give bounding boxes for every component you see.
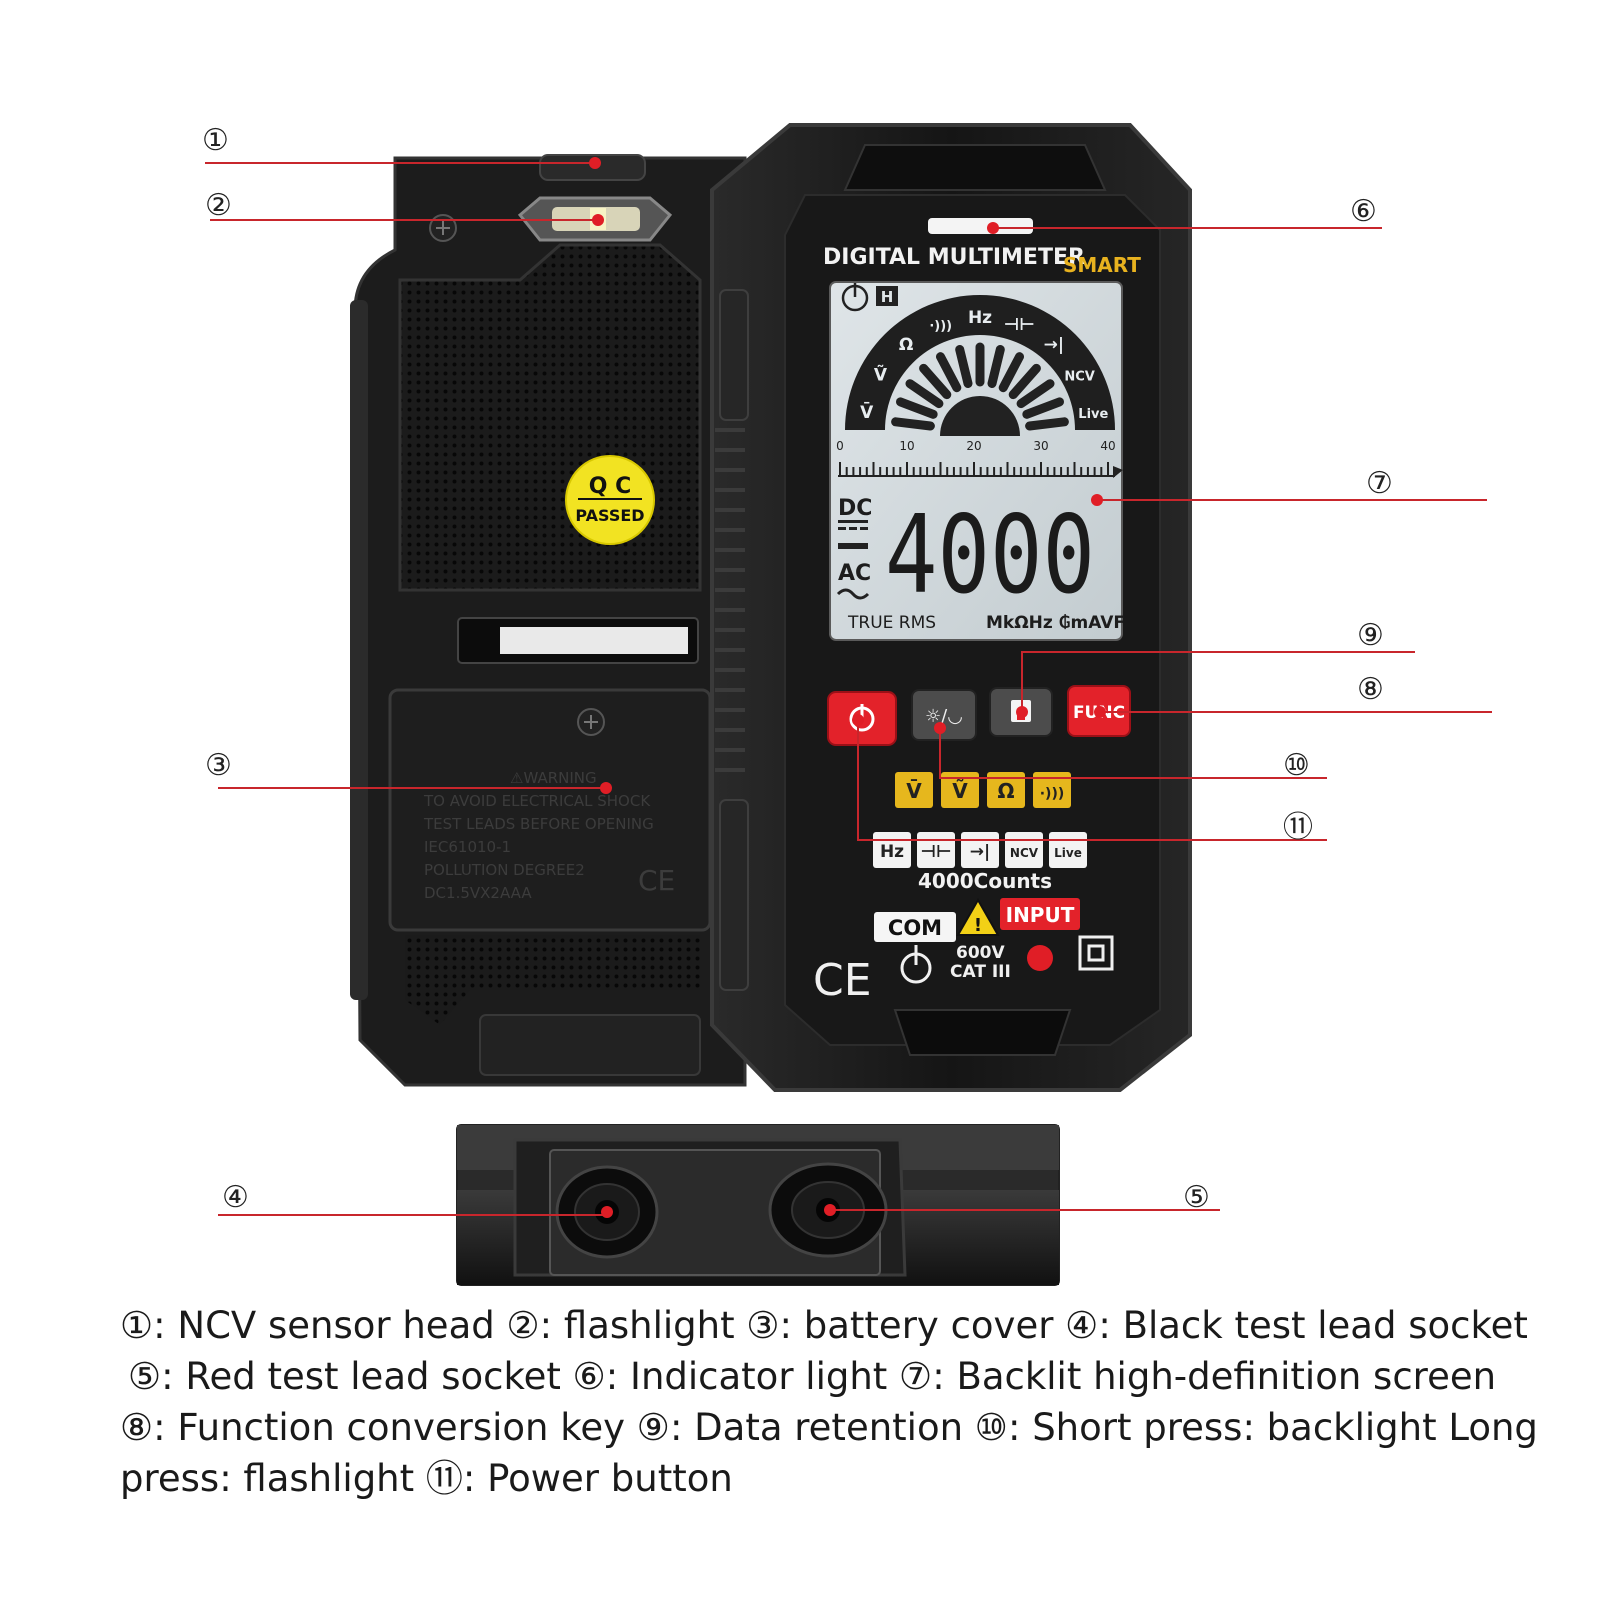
lcd-bar-segment (936, 352, 962, 393)
screw-icon (429, 214, 457, 242)
mode-indicator-label: NCV (1010, 846, 1039, 860)
front-unit: DIGITAL MULTIMETER SMART H V̄ṼΩ·)))Hz⊣⊢→… (710, 123, 1192, 1092)
lcd-arc-label: NCV (1064, 370, 1094, 385)
front-title: DIGITAL MULTIMETER (823, 245, 1085, 270)
battery-text: TEST LEADS BEFORE OPENING (423, 815, 654, 833)
legend-line-3: ⑧: Function conversion key ⑨: Data reten… (120, 1406, 1538, 1449)
battery-cover: ⚠WARNING TO AVOID ELECTRICAL SHOCK TEST … (388, 688, 712, 932)
lcd-bar-segment (1016, 379, 1055, 409)
legend-line-4: press: flashlight ⑪: Power button (120, 1457, 733, 1500)
com-label: COM (888, 916, 942, 940)
backlight-icon: ☼/◡ (925, 706, 963, 727)
lcd-bar-segment (1022, 397, 1064, 419)
mode-indicator-label: V̄ (906, 779, 922, 803)
callout-5: ⑤ (1183, 1180, 1210, 1215)
lcd-bar-segment (905, 379, 944, 409)
grille-top (398, 243, 702, 592)
lcd-units: MkΩHz ₲mAVF (986, 613, 1125, 633)
lcd-bar-segment (1025, 417, 1069, 431)
legend-line-1: ①: NCV sensor head ②: flashlight ③: batt… (120, 1304, 1528, 1347)
mode-indicator-label: Ω (997, 779, 1014, 803)
lcd-bar-segment (998, 352, 1024, 393)
socket-closeup (456, 1124, 1060, 1286)
mode-indicator-box (1033, 772, 1071, 808)
callout-11: ⑪ (1283, 810, 1313, 845)
mode-indicator-box (987, 772, 1025, 808)
callouts: ① ② ③ ④ ⑤ ⑥ ⑦ ⑧ ⑨ ⑩ (202, 123, 1492, 1218)
lcd-arc-label: Live (1078, 407, 1108, 422)
lcd-bar-segment (896, 397, 938, 419)
ribbed-side (715, 428, 745, 772)
ce-mark: CE (813, 955, 872, 1006)
legend-line-2: ⑤: Red test lead socket ⑥: Indicator lig… (128, 1355, 1497, 1398)
counts-label: 4000Counts (918, 869, 1052, 893)
mode-indicator-box (895, 772, 933, 808)
battery-ce-mark: CE (638, 864, 675, 897)
lcd-arc-label: V̄ (860, 401, 874, 423)
front-brand: SMART (1063, 253, 1141, 277)
callout-7: ⑦ (1366, 466, 1393, 501)
lcd-arc-label: Ω (899, 335, 913, 355)
warning-icon (956, 897, 1000, 936)
lcd-arc-label: ·))) (929, 319, 952, 334)
lcd-bar-segment (891, 417, 935, 431)
lcd-arc-label: Hz (968, 308, 992, 328)
backlight-flashlight-button[interactable]: ☼/◡ (911, 689, 977, 741)
lcd-scale-label: 10 (899, 439, 914, 453)
lcd-scale-label: 30 (1033, 439, 1048, 453)
lcd-scale-label: 40 (1100, 439, 1115, 453)
battery-warning: ⚠WARNING (510, 769, 597, 787)
callout-6: ⑥ (1350, 194, 1377, 229)
input-label: INPUT (1006, 903, 1075, 927)
callout-8: ⑧ (1357, 672, 1384, 707)
indicator-light (928, 218, 1033, 234)
rating-volt: 600V (956, 943, 1005, 963)
callout-1: ① (202, 123, 229, 158)
lcd-arc-label: Ṽ (874, 363, 888, 386)
mode-indicator-label: ⊣⊢ (920, 842, 951, 862)
callout-2: ② (205, 188, 232, 223)
lcd-bar-segment (1008, 363, 1041, 400)
mode-indicator-label: Live (1054, 846, 1082, 860)
callout-4: ④ (222, 1180, 249, 1215)
input-socket-icon (1027, 945, 1053, 971)
lcd-true-rms: TRUE RMS (847, 613, 936, 633)
double-insulation-icon (1078, 935, 1114, 971)
mode-indicator-label: →| (970, 842, 990, 862)
screw-icon (577, 708, 605, 736)
lcd-dc-label: DC (838, 496, 872, 521)
svg-text:Q C: Q C (589, 474, 632, 499)
callout-3: ③ (205, 748, 232, 783)
battery-text: TO AVOID ELECTRICAL SHOCK (423, 792, 651, 810)
lcd-bar-segment (955, 345, 973, 388)
lcd-scale-label: 0 (836, 439, 844, 453)
svg-text:PASSED: PASSED (575, 506, 644, 525)
lcd-bar-segment (919, 363, 952, 400)
lcd-arc-label: →| (1044, 335, 1064, 355)
mode-indicator-label: Hz (880, 842, 904, 862)
callout-10: ⑩ (1283, 748, 1310, 783)
lcd-bar-segment (987, 345, 1005, 388)
rating-cat: CAT III (950, 962, 1011, 982)
lcd-ac-label: AC (838, 561, 871, 586)
back-unit: Q C PASSED ⚠WARNING TO AVOID ELECTRICAL … (350, 154, 747, 1087)
mode-indicator-label: Ṽ (952, 779, 968, 803)
lcd-arc-label: ⊣⊢ (1004, 315, 1035, 335)
legend-caption: ①: NCV sensor head ②: flashlight ③: batt… (120, 1300, 1560, 1504)
grille-bottom (405, 935, 700, 1025)
lcd-scale-label: 20 (966, 439, 981, 453)
mode-indicator-box (941, 772, 979, 808)
mode-indicator-label: ·))) (1040, 786, 1065, 802)
svg-text:!: ! (974, 915, 982, 936)
battery-text: DC1.5VX2AAA (424, 884, 532, 902)
battery-text: POLLUTION DEGREE2 (424, 861, 585, 879)
svg-text:H: H (881, 288, 894, 306)
lcd-reading: 4000 (885, 493, 1095, 618)
battery-text: IEC61010-1 (424, 838, 511, 856)
callout-9: ⑨ (1357, 618, 1384, 653)
qc-sticker: Q C PASSED (565, 455, 655, 545)
